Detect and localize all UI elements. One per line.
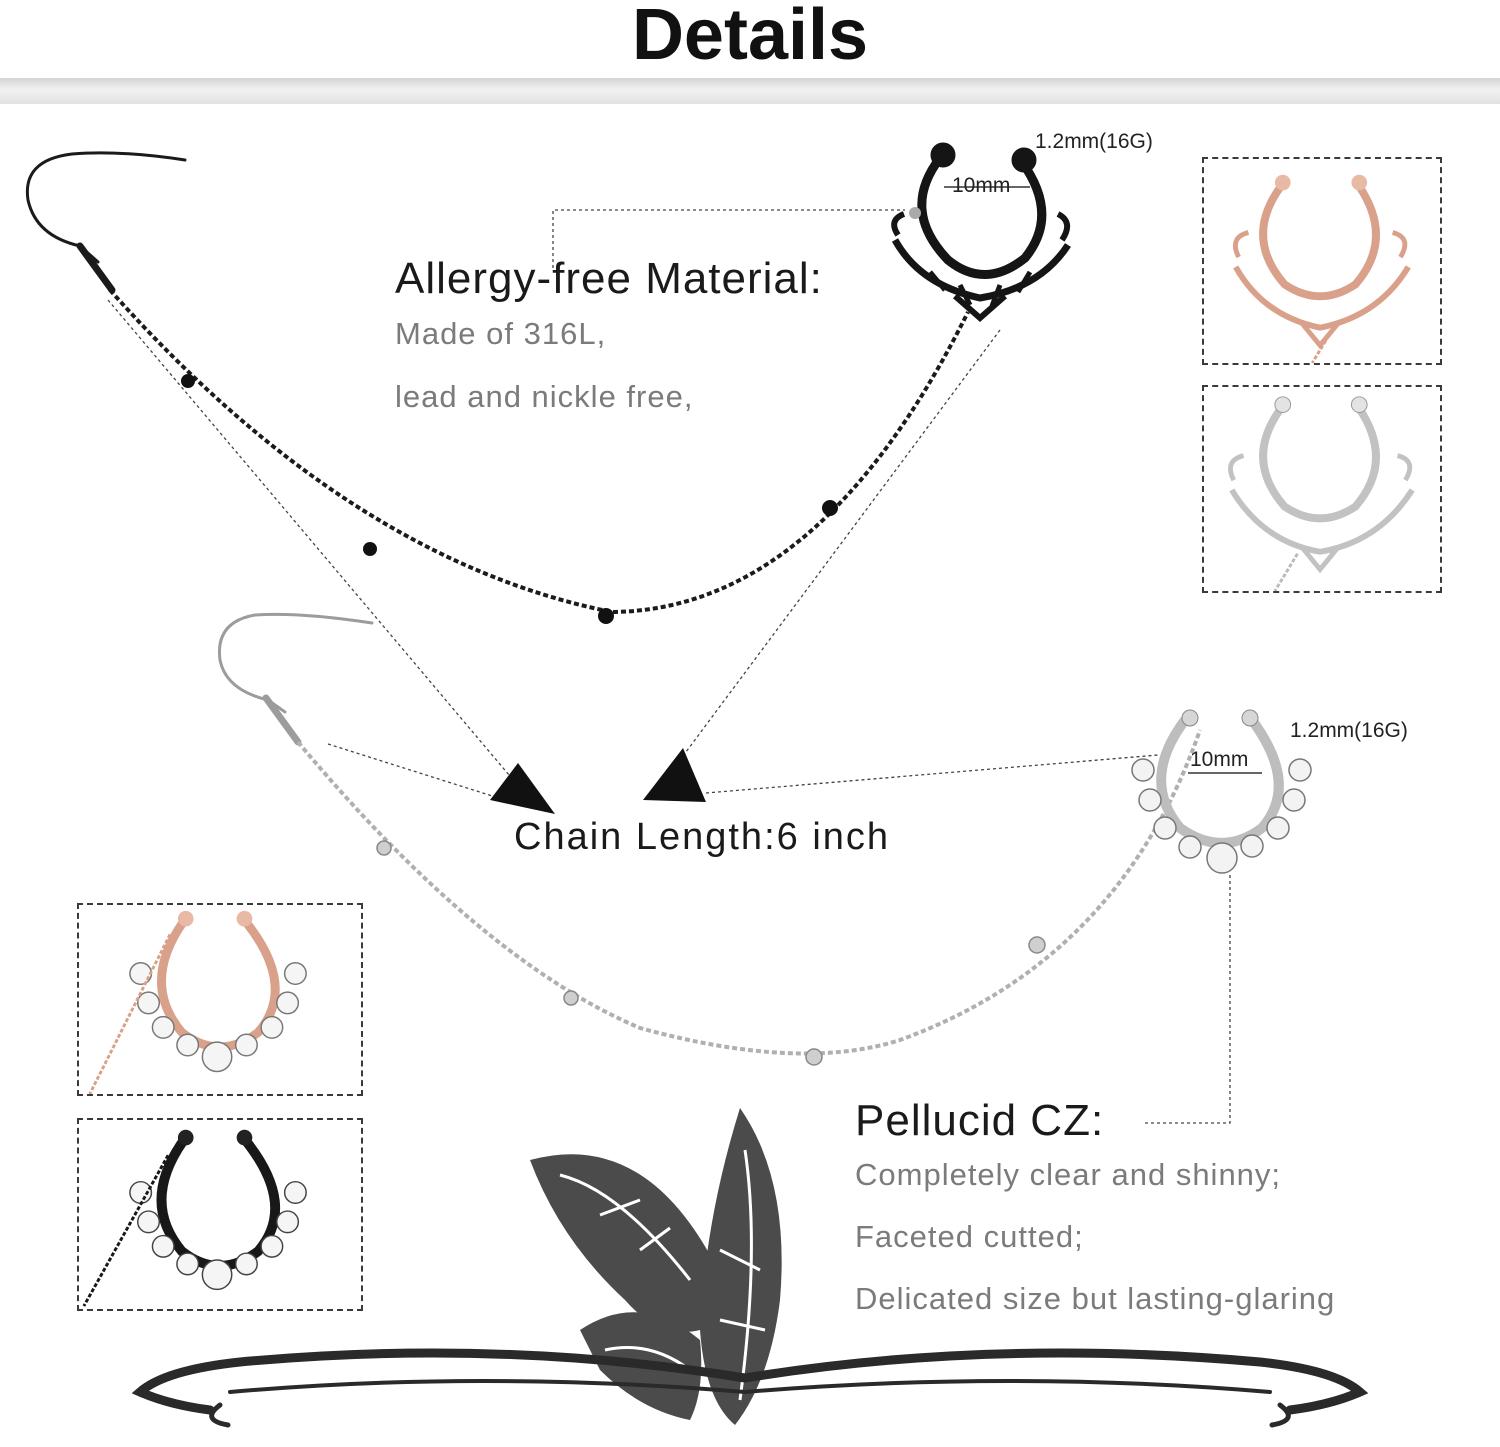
silver-ear-hook [217, 612, 374, 746]
cz-line-1: Completely clear and shinny; [855, 1157, 1282, 1192]
material-line-1: Made of 316L, [395, 316, 607, 351]
black-ear-hook [25, 151, 187, 294]
variant-black-cz [77, 1118, 363, 1311]
page-title: Details [631, 0, 869, 75]
black-filigree-ring [891, 142, 1071, 322]
black-ring-gauge: 1.2mm(16G) [1035, 130, 1153, 153]
variant-rose-gold-cz [77, 903, 363, 1096]
rose-gold-filigree-ring [1232, 174, 1411, 363]
rose-gold-cz-ring [88, 910, 307, 1094]
black-ring-gem [909, 207, 921, 219]
scroll-flourish [131, 1348, 1369, 1428]
variant-silver-filigree [1202, 385, 1442, 593]
silver-filigree-ring [1228, 396, 1415, 591]
silver-ring-diameter: 10mm [1190, 748, 1249, 771]
material-line-2: lead and nickle free, [395, 379, 694, 414]
cz-line-2: Faceted cutted; [855, 1219, 1084, 1254]
black-chain [108, 288, 970, 615]
silver-chain [296, 729, 1202, 1056]
black-ring-diameter: 10mm [952, 174, 1011, 197]
chain-length-label: Chain Length:6 inch [514, 816, 891, 858]
silver-chain-beads [376, 840, 1046, 1066]
material-heading: Allergy-free Material: [395, 254, 823, 303]
cz-line-3: Delicated size but lasting-glaring [855, 1281, 1336, 1316]
arrowheads [490, 748, 706, 814]
variant-rose-gold-filigree [1202, 157, 1442, 365]
silver-cz-ring [1131, 709, 1312, 874]
callout-leaders [107, 209, 1231, 1124]
black-chain-beads [181, 374, 838, 624]
silver-ring-gauge: 1.2mm(16G) [1290, 719, 1408, 742]
title-divider-band [0, 78, 1500, 104]
cz-heading: Pellucid CZ: [855, 1096, 1105, 1145]
black-cz-ring [82, 1129, 307, 1307]
